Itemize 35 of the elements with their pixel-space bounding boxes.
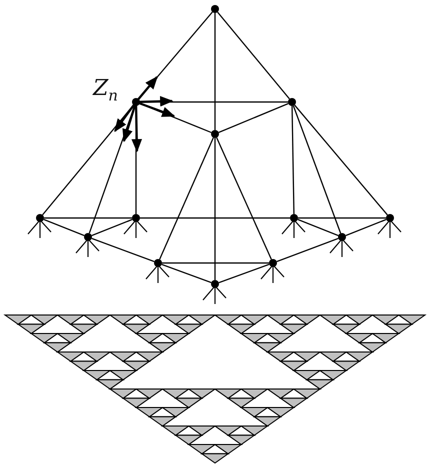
- vertex-dot: [132, 214, 140, 222]
- edge-line: [218, 102, 289, 134]
- vertex-dot: [386, 214, 394, 222]
- vertex-dot: [290, 214, 298, 222]
- edge-line: [298, 218, 338, 236]
- edge-line: [346, 218, 386, 236]
- vertex-dot: [132, 98, 140, 106]
- edge-line: [218, 264, 270, 284]
- edge-line: [44, 217, 132, 219]
- edge-line: [298, 217, 386, 219]
- edge-line: [162, 262, 269, 264]
- vertex-dot: [338, 233, 346, 241]
- edge-line: [140, 217, 290, 219]
- vertex-dot: [288, 98, 296, 106]
- edge-line: [44, 218, 84, 236]
- edge-line: [292, 106, 342, 234]
- vertex-dot: [211, 280, 219, 288]
- vertex-dot: [211, 130, 219, 138]
- edge-line: [216, 137, 272, 260]
- edge-line: [159, 137, 214, 260]
- edge-line: [276, 238, 338, 262]
- vertex-dot: [36, 214, 44, 222]
- edge-line: [162, 264, 212, 284]
- vertex-label: Z$_{n}$: [93, 78, 118, 104]
- edge-line: [92, 218, 132, 236]
- edge-line: [214, 13, 216, 130]
- edge-line: [217, 12, 290, 100]
- edge-line: [291, 106, 295, 214]
- vertex-dot: [211, 5, 219, 13]
- edge-line: [294, 104, 388, 216]
- edge-line: [214, 138, 216, 280]
- edge-line: [92, 238, 154, 262]
- vertex-dot: [84, 233, 92, 241]
- vertex-dot: [269, 259, 277, 267]
- vertex-dot: [154, 259, 162, 267]
